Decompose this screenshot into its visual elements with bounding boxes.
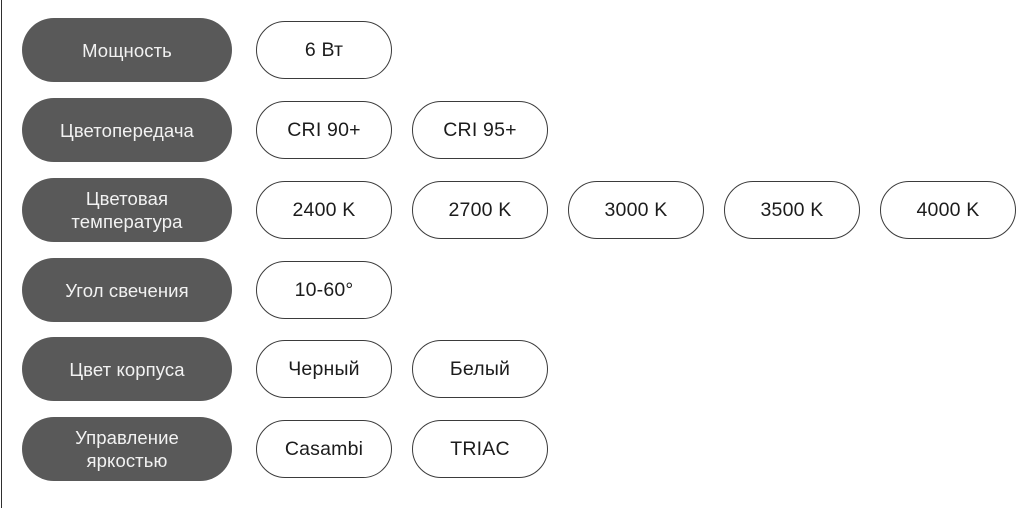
spec-value-pill[interactable]: 2700 K	[412, 181, 548, 239]
spec-value-pill[interactable]: CRI 90+	[256, 101, 392, 159]
spec-value-pill[interactable]: Casambi	[256, 420, 392, 478]
spec-row-label-pill: Управление яркостью	[22, 417, 232, 481]
spec-row-values: CRI 90+ CRI 95+	[256, 98, 548, 162]
spec-value-pill[interactable]: 6 Вт	[256, 21, 392, 79]
spec-row: Цвет корпуса Черный Белый	[0, 337, 1024, 401]
spec-value-pill[interactable]: CRI 95+	[412, 101, 548, 159]
spec-row-values: Casambi TRIAC	[256, 417, 548, 481]
spec-value-pill[interactable]: 2400 K	[256, 181, 392, 239]
spec-row-label-pill: Угол свечения	[22, 258, 232, 322]
left-edge-rule	[1, 0, 2, 508]
spec-value-pill[interactable]: 3500 K	[724, 181, 860, 239]
spec-row: Управление яркостью Casambi TRIAC	[0, 417, 1024, 481]
spec-row-label-pill: Цвет корпуса	[22, 337, 232, 401]
spec-value-pill[interactable]: 10-60°	[256, 261, 392, 319]
spec-row-values: Черный Белый	[256, 337, 548, 401]
spec-row: Цветопередача CRI 90+ CRI 95+	[0, 98, 1024, 162]
spec-row-values: 6 Вт	[256, 18, 392, 82]
spec-row-values: 10-60°	[256, 258, 392, 322]
spec-row-label-pill: Мощность	[22, 18, 232, 82]
spec-row: Цветовая температура 2400 K 2700 K 3000 K 35…	[0, 178, 1024, 242]
spec-row: Мощность 6 Вт	[0, 18, 1024, 82]
spec-value-pill[interactable]: 3000 K	[568, 181, 704, 239]
spec-value-pill[interactable]: TRIAC	[412, 420, 548, 478]
spec-row-label-pill: Цветовая температура	[22, 178, 232, 242]
spec-row-values: 2400 K 2700 K 3000 K 3500 K 4000 K	[256, 178, 1016, 242]
spec-value-pill[interactable]: Черный	[256, 340, 392, 398]
spec-value-pill[interactable]: 4000 K	[880, 181, 1016, 239]
spec-value-pill[interactable]: Белый	[412, 340, 548, 398]
spec-row-label-pill: Цветопередача	[22, 98, 232, 162]
spec-row: Угол свечения 10-60°	[0, 258, 1024, 322]
